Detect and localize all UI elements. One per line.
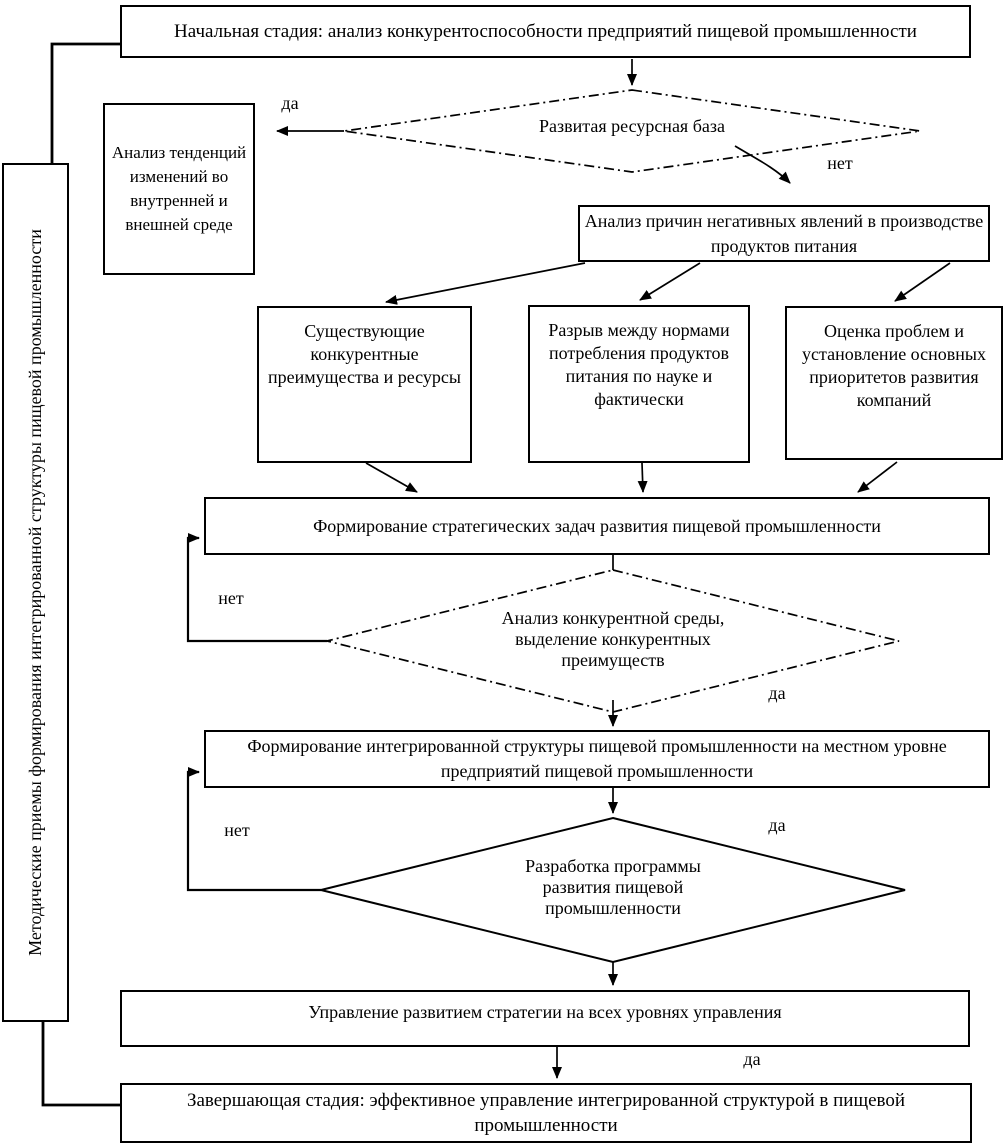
resource-decision-label: Развитая ресурсная база — [539, 116, 725, 136]
causes-box: Анализ причин негативных явлений в произ… — [578, 205, 990, 262]
label-resource-no: нет — [827, 153, 853, 173]
edge-causes-to-advantages-arrow — [385, 262, 586, 305]
causes-label: Анализ причин негативных явлений в произ… — [584, 210, 984, 256]
trends-label: Анализ тенденций изменений во внутренней… — [111, 143, 247, 234]
edge-gap-to-tasks-arrow — [637, 462, 648, 493]
competitive-decision-label: Анализ конкурентной среды, выделение кон… — [501, 608, 725, 670]
advantages-box: Существующие конкурентные преимущества и… — [257, 306, 472, 463]
resource-decision-diamond — [343, 89, 921, 173]
start-box: Начальная стадия: анализ конкурентоспосо… — [120, 5, 971, 58]
edge-problems-to-tasks-arrow — [857, 461, 898, 493]
edge-program-no-loop-arrow — [186, 767, 321, 892]
label-program-yes: да — [768, 815, 786, 835]
management-label: Управление развитием стратегии на всех у… — [308, 1002, 782, 1022]
label-competitive-yes: да — [768, 683, 786, 703]
connector-sidebar-to-start — [50, 42, 120, 163]
label-final-yes: да — [729, 1047, 775, 1081]
program-decision-label: Разработка программы развития пищевой пр… — [525, 856, 701, 918]
label-competitive-no: нет — [218, 588, 244, 608]
gap-box: Разрыв между нормами потребления продукт… — [528, 305, 750, 463]
edge-competitive-no-loop-arrow — [186, 533, 327, 643]
sidebar-box: Методические приемы формирования интегри… — [2, 163, 69, 1022]
problems-box: Оценка проблем и установление основных п… — [785, 306, 1003, 460]
edge-resource-no-to-causes-arrow — [734, 145, 791, 184]
final-label: Завершающая стадия: эффективное управлен… — [186, 1090, 906, 1136]
integration-box: Формирование интегрированной структуры п… — [204, 730, 990, 788]
integration-label: Формирование интегрированной структуры п… — [247, 736, 947, 781]
gap-label: Разрыв между нормами потребления продукт… — [548, 320, 730, 409]
label-resource-yes: да — [281, 93, 299, 113]
advantages-label: Существующие конкурентные преимущества и… — [268, 321, 461, 387]
tasks-box: Формирование стратегических задач развит… — [204, 497, 990, 555]
edge-causes-to-gap-arrow — [639, 262, 701, 301]
connector-sidebar-to-final — [41, 1022, 121, 1107]
problems-label: Оценка проблем и установление основных п… — [802, 321, 986, 410]
final-box: Завершающая стадия: эффективное управлен… — [120, 1083, 972, 1143]
label-program-no: нет — [224, 820, 250, 840]
management-box: Управление развитием стратегии на всех у… — [120, 990, 970, 1047]
trends-box: Анализ тенденций изменений во внутренней… — [103, 103, 255, 275]
edge-advantages-to-tasks-arrow — [365, 462, 418, 493]
tasks-label: Формирование стратегических задач развит… — [313, 515, 881, 536]
sidebar-label: Методические приемы формирования интегри… — [25, 229, 45, 956]
start-label: Начальная стадия: анализ конкурентоспосо… — [174, 21, 917, 42]
edge-causes-to-problems-arrow — [894, 262, 951, 302]
